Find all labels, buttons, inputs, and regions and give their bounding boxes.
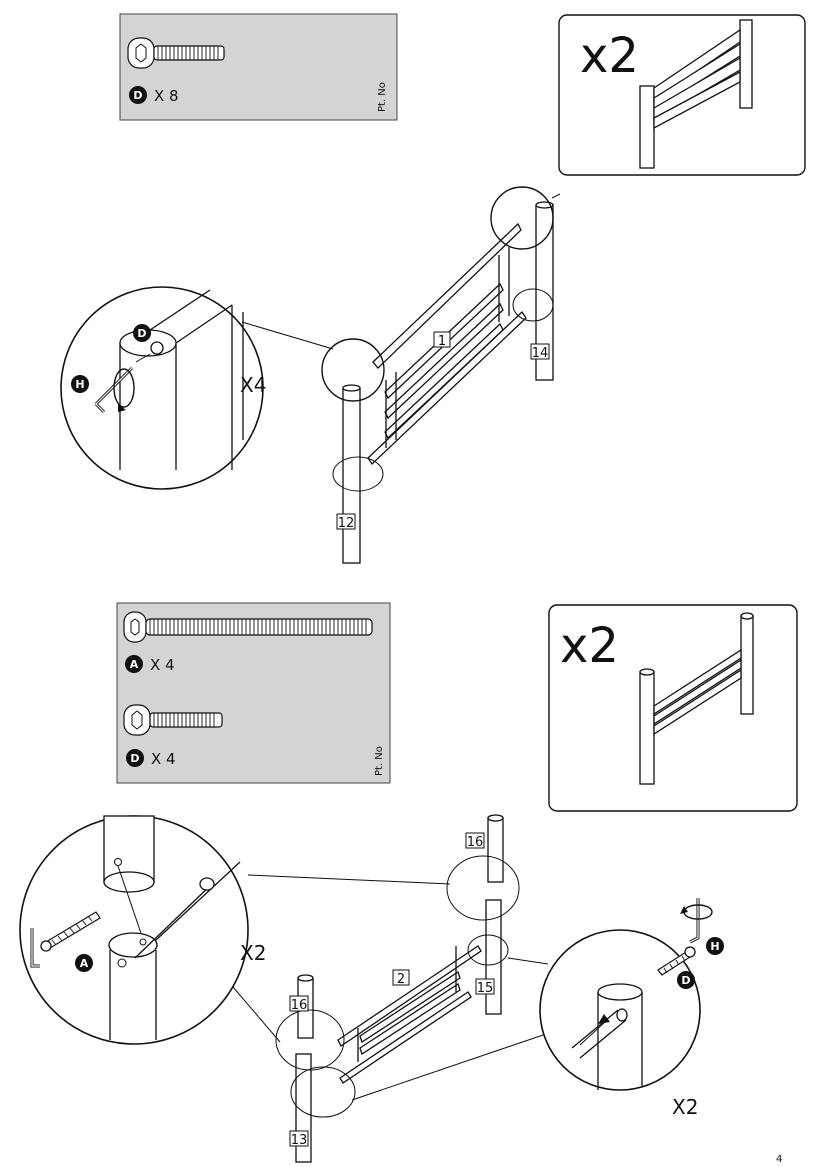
- step1-assembly: 1 14 12: [241, 186, 561, 564]
- badge-h-letter: H: [75, 378, 84, 391]
- badge-d-letter: D: [133, 89, 142, 102]
- rotation-arrow-icon: [113, 368, 135, 412]
- bolt-icon: [123, 611, 373, 643]
- badge-d-letter: D: [130, 752, 139, 765]
- repeat-count: x2: [560, 618, 619, 674]
- badge-h: [71, 375, 89, 393]
- part-label-12: 12: [338, 516, 355, 531]
- part-label-1: 1: [438, 334, 446, 349]
- screw-icon: [127, 37, 225, 69]
- step1-detail: D H X4: [60, 286, 266, 490]
- badge-a-letter: A: [130, 658, 139, 671]
- rotation-arrow-icon: [680, 904, 713, 920]
- detail-right-multiplier: X2: [672, 1095, 698, 1119]
- step2-assembly: 16 15 2 16 13: [232, 814, 549, 1163]
- badge-d: [677, 971, 695, 989]
- badge-h: [706, 937, 724, 955]
- hex-key-icon: [689, 898, 700, 944]
- pt-no: Pt. No: [377, 82, 388, 112]
- repeat-count: x2: [580, 28, 639, 84]
- qty-a: X 4: [150, 656, 175, 674]
- pt-no: Pt. No: [374, 746, 385, 776]
- step2-right-detail: H D X2: [539, 898, 724, 1119]
- part-label-13: 13: [291, 1133, 308, 1148]
- badge-a: [75, 954, 93, 972]
- step2-parts-panel: A X 4 D X 4 Pt. No: [116, 602, 391, 784]
- qty-d: X 4: [151, 750, 176, 768]
- part-label-16-left: 16: [291, 998, 308, 1013]
- part-label-16-top: 16: [467, 835, 484, 850]
- bolt-icon: [40, 911, 101, 952]
- detail-multiplier: X4: [240, 373, 266, 397]
- badge-d-letter: D: [681, 974, 690, 987]
- badge-a: [125, 655, 143, 673]
- badge-h-letter: H: [710, 940, 719, 953]
- part-label-2: 2: [397, 972, 405, 987]
- screw-icon: [123, 704, 223, 736]
- badge-d: [133, 324, 151, 342]
- step1-parts-panel: D X 8 Pt. No: [119, 13, 398, 121]
- qty-d: X 8: [154, 87, 179, 105]
- part-label-14: 14: [532, 346, 549, 361]
- page-number: 4: [776, 1154, 782, 1165]
- badge-a-letter: A: [80, 957, 89, 970]
- part-label-15: 15: [477, 981, 494, 996]
- step1-repeat-box: x2: [558, 14, 806, 176]
- badge-d-letter: D: [137, 327, 146, 340]
- screw-icon: [657, 946, 696, 976]
- badge-d: [126, 749, 144, 767]
- hex-key-icon: [30, 928, 40, 968]
- step2-repeat-box: x2: [548, 604, 798, 812]
- step2-left-detail: A X2: [19, 815, 266, 1045]
- detail-left-multiplier: X2: [240, 941, 266, 965]
- badge-d: [129, 86, 147, 104]
